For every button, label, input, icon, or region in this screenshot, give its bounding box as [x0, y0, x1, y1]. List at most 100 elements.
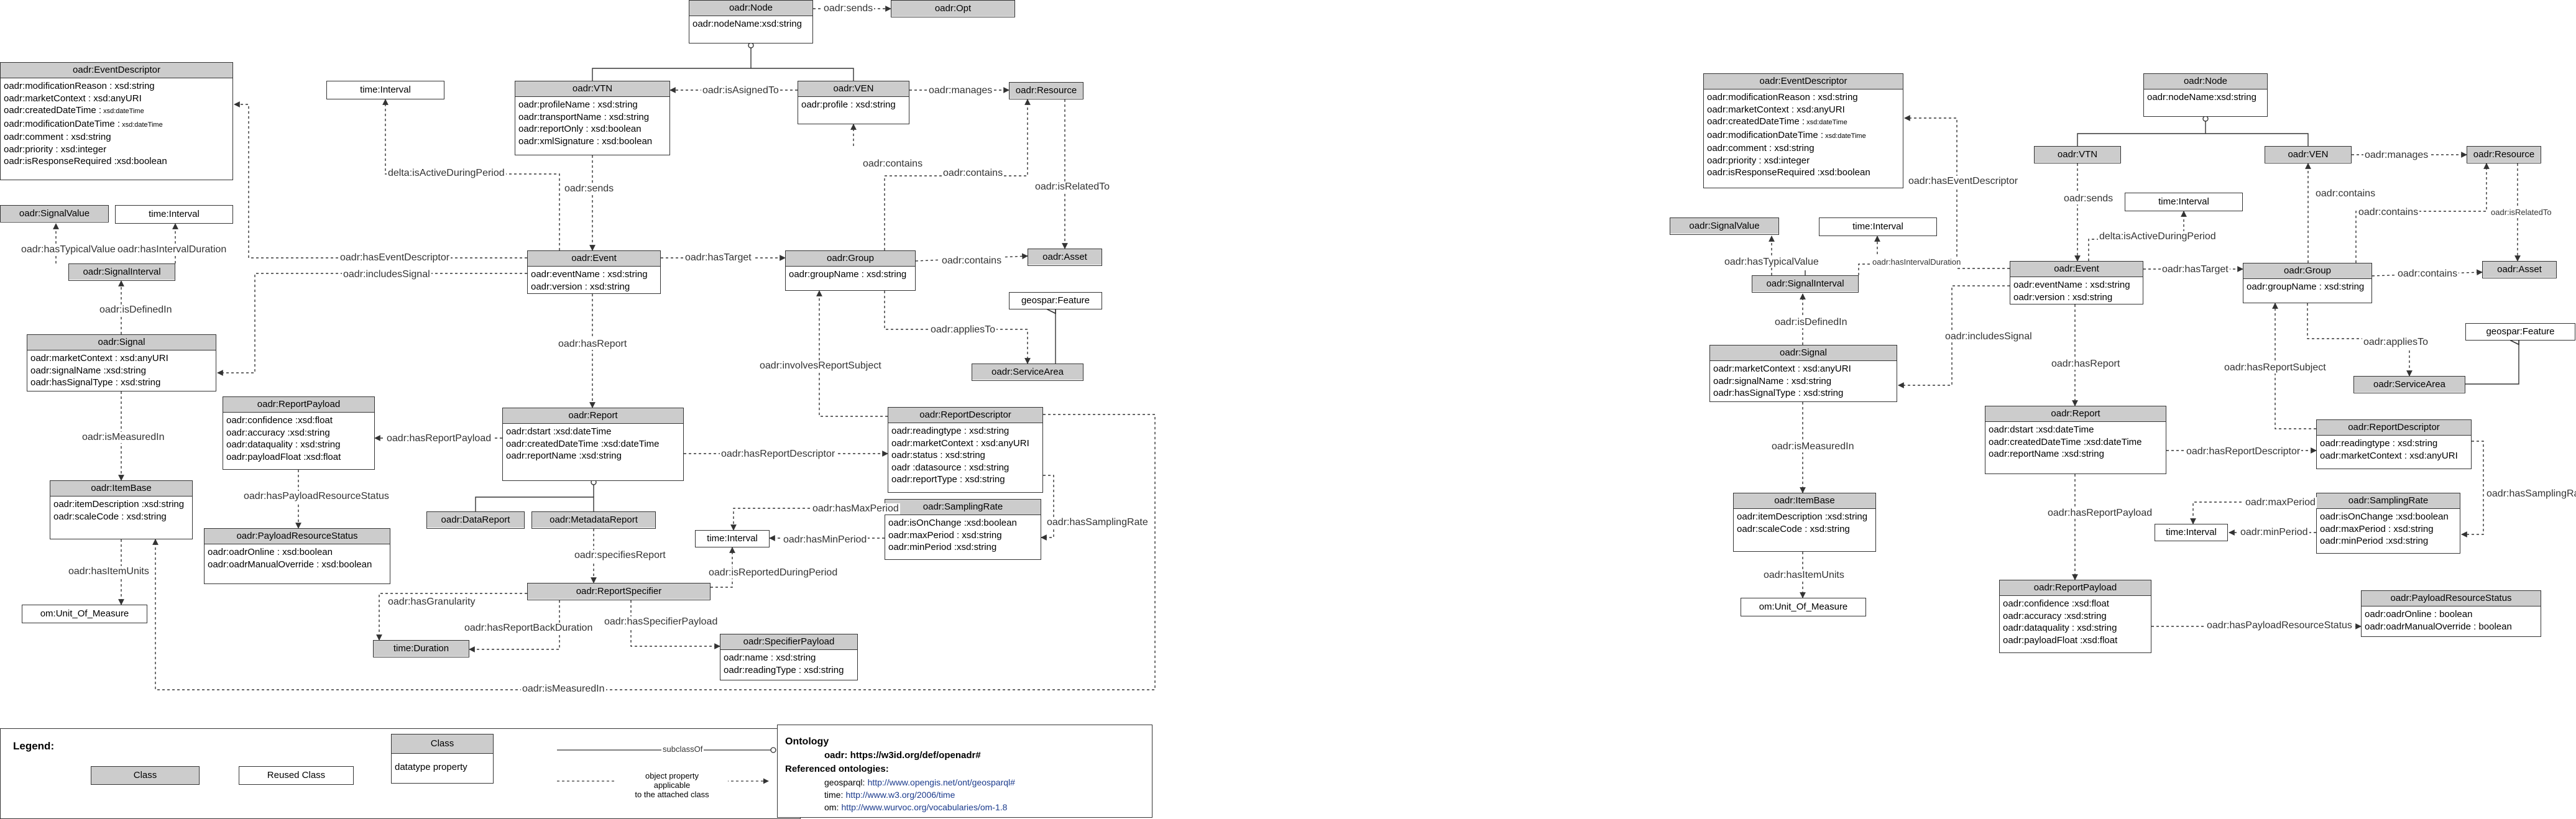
- edge-label-oadr-maxperiod: oadr:maxPeriod: [2244, 497, 2317, 508]
- edge-label-oadr-contains: oadr:contains: [862, 158, 924, 170]
- legend-objprop-line3: to the attached class: [635, 790, 709, 799]
- class-title: oadr:ReportSpecifier: [528, 583, 710, 599]
- edge-label-oadr-hasreportbackduration: oadr:hasReportBackDuration: [463, 623, 594, 634]
- ontology-ref-prefix: time:: [824, 790, 844, 800]
- legend-subclass-label: subclassOf: [661, 744, 704, 755]
- legend-datatype-label: datatype property: [395, 762, 467, 772]
- ontology-ref-url[interactable]: http://www.w3.org/2006/time: [845, 790, 955, 800]
- datatype-property: oadr:readingType : xsd:string: [724, 664, 844, 675]
- edge-label-oadr-sends: oadr:sends: [2063, 193, 2115, 204]
- class-title: oadr:Node: [2144, 74, 2267, 89]
- ontology-referenced-title: Referenced ontologies:: [785, 764, 889, 774]
- class-properties: oadr:nodeName:xsd:string: [2144, 89, 2267, 106]
- edge-label-oadr-hasreportpayload: oadr:hasReportPayload: [385, 433, 493, 444]
- edge-label-oadr-contains: oadr:contains: [2357, 207, 2420, 218]
- class-box-time-interval: time:Interval: [1819, 217, 1937, 236]
- class-box-time-duration: time:Duration: [373, 640, 469, 657]
- edge-label-oadr-specifiesreport: oadr:specifiesReport: [573, 550, 667, 561]
- edge-label-oadr-appliesto: oadr:appliesTo: [2362, 337, 2430, 348]
- edge-hasEventDescriptor: [234, 101, 527, 259]
- legend-reused-label: Reused Class: [267, 770, 326, 780]
- datatype-property: oadr:createdDateTime :xsd:dateTime: [1989, 436, 2142, 447]
- class-title: time:Duration: [374, 641, 469, 656]
- class-box-oadr-opt: oadr:Opt: [891, 0, 1015, 17]
- edge-label-delta-isactiveduringperiod: delta:isActiveDuringPeriod: [2098, 231, 2217, 242]
- edge-label-oadr-hastypicalvalue: oadr:hasTypicalValue: [1723, 257, 1820, 268]
- class-title: time:Interval: [1819, 218, 1936, 235]
- class-title: oadr:ServiceArea: [2354, 377, 2465, 392]
- edge-label-oadr-contains: oadr:contains: [942, 168, 1005, 179]
- class-box-oadr-metadatareport: oadr:MetadataReport: [531, 511, 656, 529]
- edge-label-oadr-isasignedto: oadr:isAsignedTo: [701, 85, 780, 96]
- datatype-property: oadr:dataquality : xsd:string: [226, 439, 341, 450]
- datatype-property: oadr:marketContext : xsd:anyURI: [2320, 450, 2458, 461]
- class-title: oadr:ReportDescriptor: [888, 408, 1042, 423]
- edge-label-oadr-contains: oadr:contains: [2396, 268, 2459, 280]
- datatype-property: oadr:comment : xsd:string: [4, 132, 111, 142]
- datatype-property: oadr:readingtype : xsd:string: [891, 426, 1010, 436]
- datatype-property: oadr:dstart :xsd:dateTime: [1989, 424, 2094, 435]
- class-title: oadr:SignalInterval: [1752, 276, 1858, 291]
- class-title: oadr:SpecifierPayload: [720, 634, 857, 650]
- datatype-property: oadr:priority : xsd:integer: [1707, 155, 1810, 166]
- edge-hasEventDescriptor: [1904, 115, 2010, 269]
- class-box-oadr-asset: oadr:Asset: [1028, 249, 1102, 266]
- datatype-property: oadr:version : xsd:string: [2013, 291, 2113, 303]
- class-title: oadr:Resource: [1010, 83, 1083, 98]
- datatype-property: oadr:oadrManualOverride : boolean: [2365, 621, 2512, 632]
- datatype-property: oadr:profileName : xsd:string: [518, 99, 638, 110]
- datatype-property: oadr:comment : xsd:string: [1707, 143, 1815, 153]
- subclass-edge: [2077, 133, 2309, 146]
- datatype-property: oadr:itemDescription :xsd:string: [1737, 511, 1868, 522]
- datatype-property: oadr:groupName : xsd:string: [789, 269, 907, 280]
- datatype-property: oadr:marketContext : xsd:anyURI: [891, 437, 1029, 449]
- edge-label-oadr-ismeasuredin: oadr:isMeasuredIn: [521, 684, 606, 695]
- edge-label-oadr-hasintervalduration: oadr:hasIntervalDuration: [1871, 257, 1962, 268]
- edge-label-oadr-isrelatedto: oadr:isRelatedTo: [2490, 207, 2553, 218]
- legend-class-sample: Class: [91, 766, 200, 785]
- datatype-property: oadr:groupName : xsd:string: [2247, 281, 2365, 292]
- datatype-property: oadr:itemDescription :xsd:string: [53, 499, 185, 510]
- class-properties: oadr:modificationReason : xsd:string oadr…: [1704, 89, 1903, 181]
- ontology-ref-url[interactable]: http://www.opengis.net/ont/geosparql#: [867, 777, 1015, 787]
- class-title: time:Interval: [116, 206, 232, 222]
- edge-label-oadr-hasgranularity: oadr:hasGranularity: [387, 597, 477, 608]
- ontology-ref-url[interactable]: http://www.wurvoc.org/vocabularies/om-1.…: [841, 802, 1008, 812]
- class-title: oadr:ReportPayload: [223, 397, 374, 413]
- datatype-property: oadr:payloadFloat :xsd:float: [2003, 634, 2118, 646]
- ontology-ref-geosparql: geosparql: http://www.opengis.net/ont/ge…: [824, 777, 1015, 788]
- ontology-ref-prefix: om:: [824, 802, 839, 812]
- edge-label-oadr-hasitemunits: oadr:hasItemUnits: [67, 566, 150, 577]
- datatype-property: oadr:modificationReason : xsd:string: [1707, 92, 1858, 103]
- datatype-property: oadr:minPeriod :xsd:string: [2320, 536, 2429, 546]
- class-title: oadr:Signal: [27, 335, 216, 350]
- class-title: oadr:Resource: [2467, 147, 2541, 162]
- ontology-panel: Ontology oadr: https://w3id.org/def/open…: [777, 725, 1152, 818]
- edge-label-oadr-manages: oadr:manages: [927, 85, 994, 96]
- class-box-oadr-signalinterval: oadr:SignalInterval: [1752, 275, 1859, 293]
- class-title: oadr:ReportDescriptor: [2317, 420, 2471, 436]
- class-box-geospar-feature: geospar:Feature: [2465, 323, 2575, 341]
- datatype-property: oadr:marketContext : xsd:anyURI: [4, 93, 142, 104]
- edge-label-oadr-involvesreportsubject: oadr:involvesReportSubject: [758, 360, 883, 372]
